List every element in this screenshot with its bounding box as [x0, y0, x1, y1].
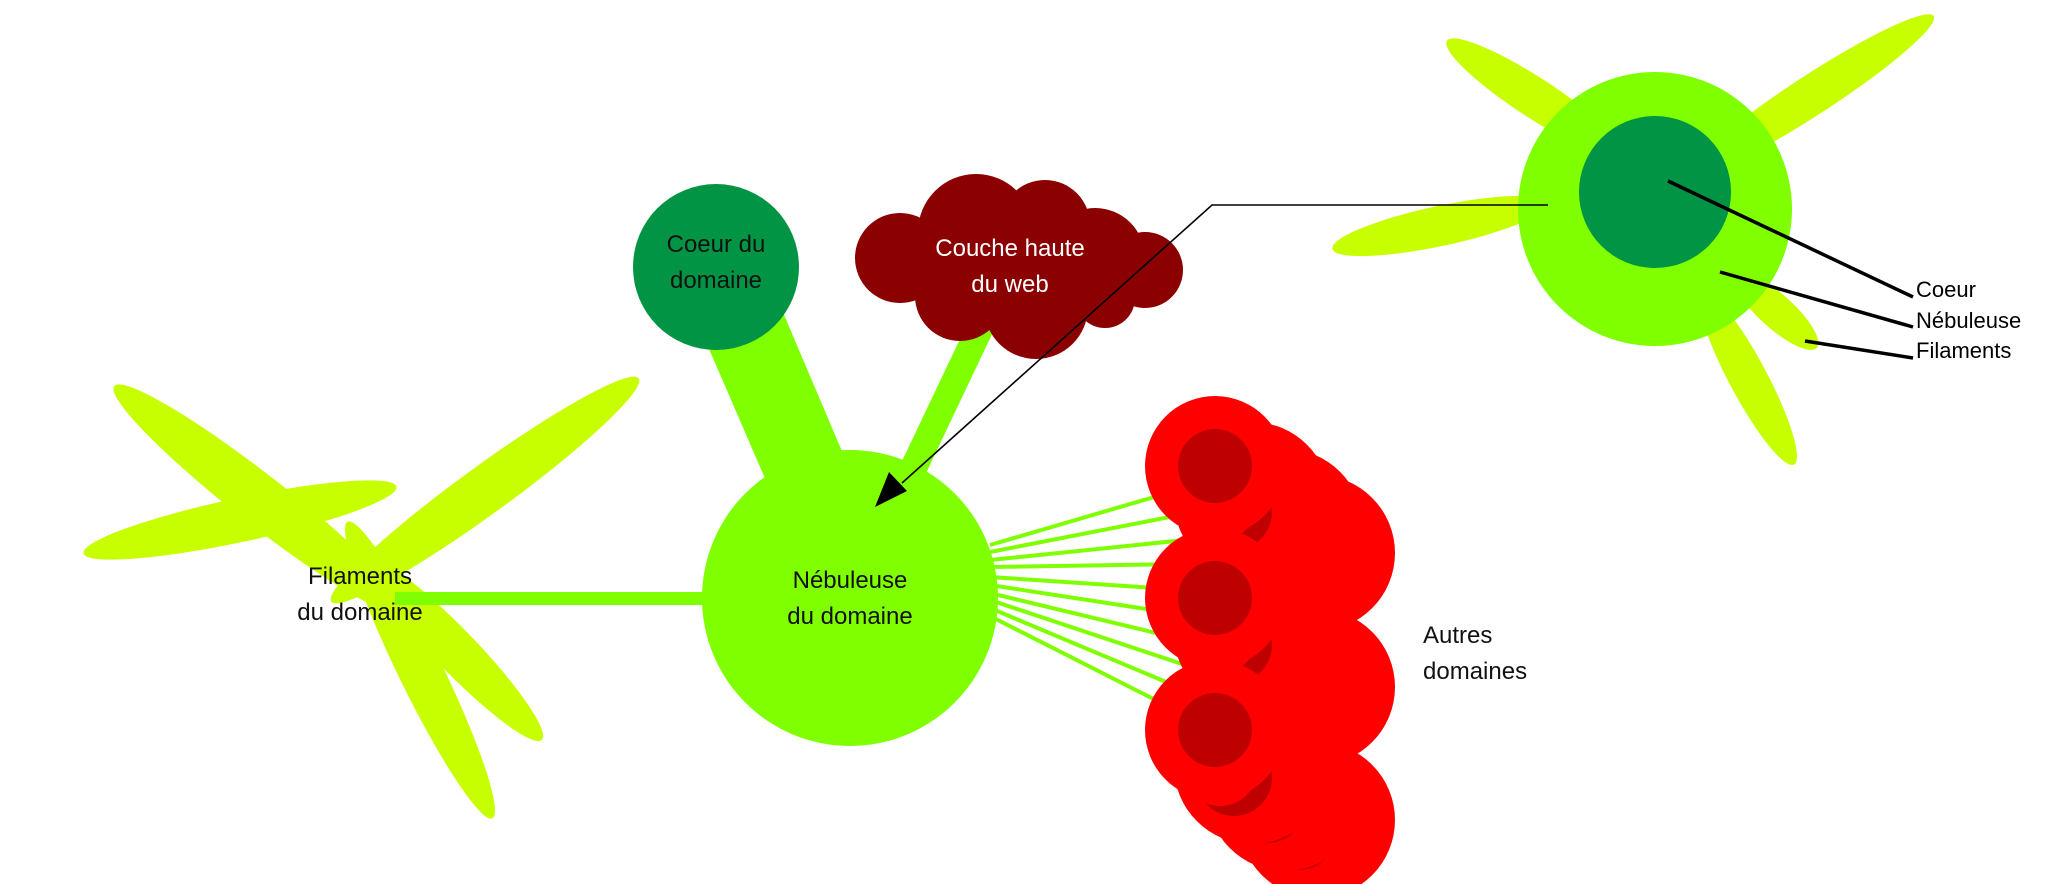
other-domains-cluster — [1145, 396, 1395, 884]
filament-petal — [113, 384, 407, 616]
legend-filaments-label: Filaments — [1916, 338, 2011, 363]
domain-core-label-line1: Coeur du — [667, 231, 766, 258]
domain-filaments-label-line2: du domaine — [297, 599, 422, 626]
web-top-layer-cloud — [855, 174, 1183, 359]
core-connector — [703, 310, 850, 490]
legend-core-label: Coeur — [1916, 277, 1976, 302]
other-domain — [1145, 396, 1285, 536]
filament-petal — [330, 376, 640, 604]
legend-pointers — [1667, 179, 1914, 360]
arrow-head — [875, 472, 907, 507]
legend-nebula-label: Nébuleuse — [1916, 308, 2021, 333]
other-domains-label-line1: Autres — [1423, 622, 1492, 649]
other-domain — [1145, 660, 1285, 800]
other-domain — [1145, 528, 1285, 668]
web-connector — [893, 318, 995, 490]
domain-core-label-line2: domaine — [670, 267, 762, 294]
legend-arrow — [875, 204, 1548, 507]
domain-filaments-label-line1: Filaments — [308, 563, 412, 590]
other-domains-label-line2: domaines — [1423, 658, 1527, 685]
domain-nebula-circle — [702, 450, 998, 746]
legend-core-circle — [1579, 116, 1731, 268]
web-top-layer-label-line1: Couche haute — [935, 235, 1084, 262]
legend-schematic — [1332, 14, 1935, 465]
web-top-layer-label-line2: du web — [971, 271, 1048, 298]
domain-nebula-label-line1: Nébuleuse — [793, 567, 908, 594]
domain-nebula-label-line2: du domaine — [787, 603, 912, 630]
filament-petal — [83, 480, 397, 560]
filaments-connector — [395, 592, 715, 605]
domain-core-circle — [633, 184, 799, 350]
